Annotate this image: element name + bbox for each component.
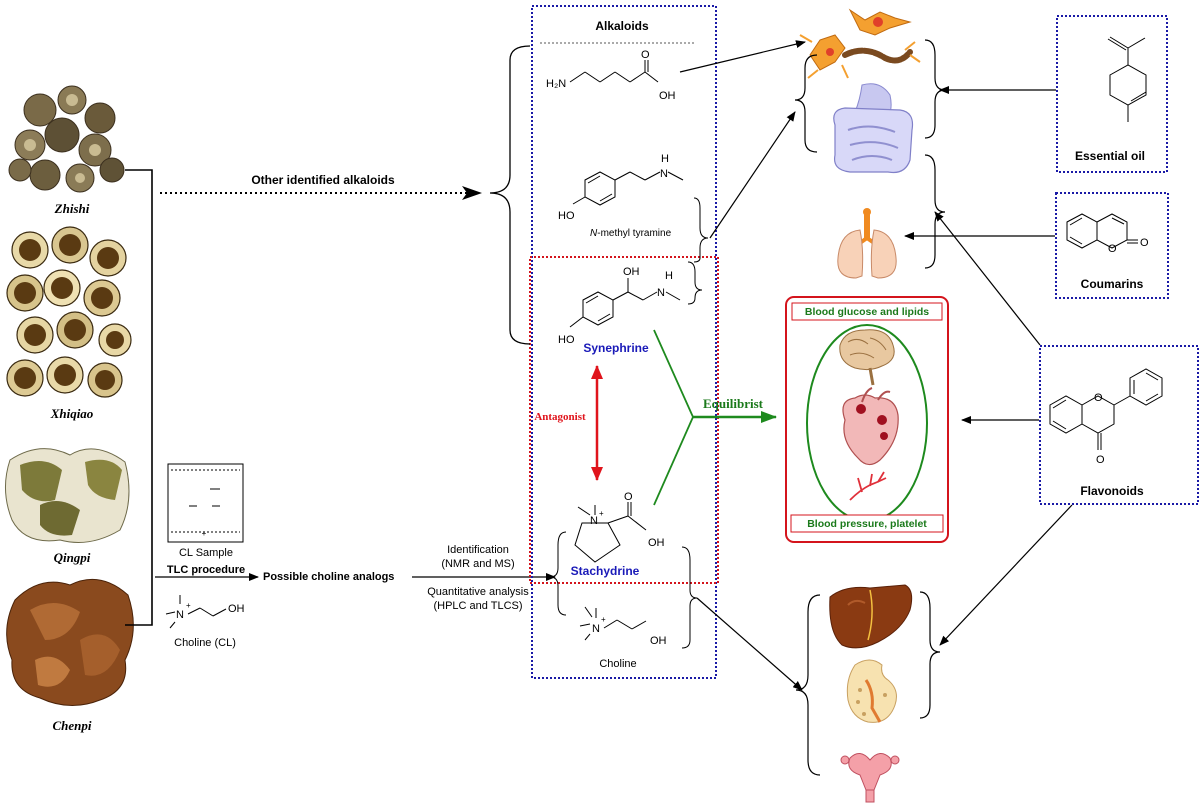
choline-label: Choline xyxy=(599,658,636,670)
essential-oil-box xyxy=(1056,15,1168,173)
organ-left-bracket xyxy=(794,54,818,153)
blood-vessel-icon xyxy=(849,471,887,501)
herb-zhishi-photo xyxy=(8,85,125,193)
coumarins-label: Coumarins xyxy=(1081,277,1144,291)
identification-label-1: Identification xyxy=(447,544,509,556)
heart-icon xyxy=(842,387,899,466)
gaba-structure xyxy=(569,60,659,83)
alkaloids-bracket xyxy=(489,45,531,345)
synephrine-stachydrine-box xyxy=(529,256,719,584)
svg-text:O: O xyxy=(624,491,633,503)
n-methyl-tyramine-structure xyxy=(572,171,684,206)
synephrine-structure xyxy=(569,278,681,328)
svg-text:+: + xyxy=(601,615,606,624)
equilibrist-line-bottom xyxy=(653,416,694,506)
choline-to-liver-arrow xyxy=(696,597,803,691)
svg-text:H: H xyxy=(661,153,669,165)
svg-text:N: N xyxy=(590,515,598,527)
synephrine-label: Synephrine xyxy=(583,341,649,355)
glucose-lipids-tag xyxy=(791,302,943,321)
tyramine-bracket xyxy=(693,197,709,263)
n-methyl-tyramine-label: N-methyl tyramine xyxy=(590,228,672,239)
flavonoids-label: Flavonoids xyxy=(1080,484,1144,498)
svg-text:H₂N: H₂N xyxy=(546,78,566,90)
svg-text:+: + xyxy=(202,529,207,538)
quant-label-2: (HPLC and TLCS) xyxy=(433,600,522,612)
svg-text:HO: HO xyxy=(558,334,575,346)
brain-icon xyxy=(839,329,895,386)
coumarin-structure xyxy=(1066,213,1138,249)
stachydrine-right-bracket xyxy=(681,546,698,649)
lower-organ-right-bracket xyxy=(919,591,941,719)
herb-qingpi-photo xyxy=(5,448,130,543)
quant-label-1: Quantitative analysis xyxy=(427,586,529,598)
antagonist-label: Antagonist xyxy=(534,411,586,423)
neuron-icon xyxy=(799,8,921,79)
herb-label-qingpi: Qingpi xyxy=(54,550,91,565)
svg-text:N: N xyxy=(592,623,600,635)
svg-text:+: + xyxy=(186,601,191,610)
synephrine-bracket xyxy=(687,261,703,305)
limonene-structure xyxy=(1107,36,1147,122)
stachydrine-label: Stachydrine xyxy=(571,564,640,578)
equilibrist-line-top xyxy=(653,329,694,418)
cl-sample-label: CL Sample xyxy=(179,547,233,559)
liver-icon xyxy=(829,584,913,649)
choline-cl-structure xyxy=(165,595,227,629)
flavonoids-box xyxy=(1039,345,1199,505)
svg-text:OH: OH xyxy=(623,266,640,278)
svg-text:HO: HO xyxy=(558,210,575,222)
svg-text:OH: OH xyxy=(650,635,667,647)
herb-label-xhiqiao: Xhiqiao xyxy=(50,406,94,421)
svg-text:H: H xyxy=(665,270,673,282)
flavonoids-to-organ-arrow xyxy=(934,211,1041,346)
svg-text:OH: OH xyxy=(648,537,665,549)
herb-chenpi-photo xyxy=(6,578,134,706)
svg-text:OH: OH xyxy=(228,603,245,615)
flavonoids-to-liver-arrow xyxy=(939,504,1073,646)
herb-label-zhishi: Zhishi xyxy=(54,201,90,216)
tyramine-to-digestive-arrow xyxy=(709,111,796,239)
stachydrine-structure xyxy=(574,502,647,563)
pressure-platelet-tag xyxy=(790,514,944,533)
kidney-icon xyxy=(846,659,897,723)
organ-right-bracket-1 xyxy=(924,39,946,139)
possible-choline-label: Possible choline analogs xyxy=(263,571,394,583)
digestive-icon xyxy=(833,83,914,174)
herb-label-chenpi: Chenpi xyxy=(52,718,91,733)
svg-text:N: N xyxy=(176,609,184,621)
organ-right-bracket-2 xyxy=(924,154,946,269)
svg-text:O: O xyxy=(1096,454,1105,466)
alkaloids-box xyxy=(531,5,717,679)
equilibrist-label: Equilibrist xyxy=(703,396,764,411)
identification-label-2: (NMR and MS) xyxy=(441,558,514,570)
svg-text:+: + xyxy=(599,509,604,518)
essential-oil-label: Essential oil xyxy=(1075,149,1145,163)
uterus-icon xyxy=(840,753,900,803)
choline-cl-label: Choline (CL) xyxy=(174,637,236,649)
stachydrine-left-bracket xyxy=(549,531,567,616)
other-alkaloids-label: Other identified alkaloids xyxy=(251,173,395,187)
svg-text:O: O xyxy=(1108,243,1117,255)
lower-organ-left-bracket xyxy=(795,594,821,776)
herb-xhiqiao-photo xyxy=(6,226,132,398)
pressure-platelet-label: Blood pressure, platelet xyxy=(807,518,927,530)
svg-text:O: O xyxy=(1094,392,1103,404)
alkaloids-title: Alkaloids xyxy=(595,19,649,33)
lungs-icon xyxy=(837,208,897,279)
choline-structure xyxy=(579,606,647,641)
tlc-procedure-label: TLC procedure xyxy=(167,564,245,576)
coumarins-box xyxy=(1055,192,1169,299)
herb-bracket xyxy=(125,169,153,626)
gaba-to-neuron-arrow xyxy=(679,40,806,73)
svg-text:O: O xyxy=(1140,237,1149,249)
tlc-plate: + xyxy=(167,463,244,543)
svg-text:N: N xyxy=(657,287,665,299)
glucose-lipids-label: Blood glucose and lipids xyxy=(805,306,929,318)
svg-text:O: O xyxy=(641,49,650,61)
svg-text:N: N xyxy=(660,168,668,180)
svg-text:OH: OH xyxy=(659,90,676,102)
flavanone-structure xyxy=(1049,368,1163,450)
